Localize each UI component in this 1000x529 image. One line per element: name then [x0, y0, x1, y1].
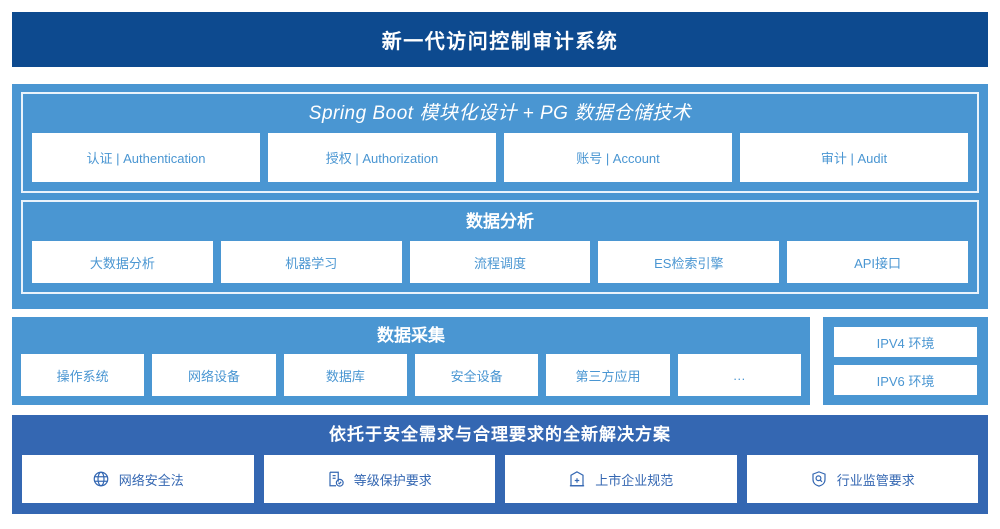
chip-authorization[interactable]: 授权 | Authorization: [268, 133, 496, 182]
chip-classified-protection[interactable]: 等级保护要求: [263, 455, 495, 503]
springboot-section: Spring Boot 模块化设计 + PG 数据仓储技术 认证 | Authe…: [21, 92, 979, 193]
chip-network-device[interactable]: 网络设备: [152, 354, 276, 396]
chip-ipv4-environment[interactable]: IPV4 环境: [834, 327, 977, 357]
chip-more-ellipsis[interactable]: …: [677, 354, 801, 396]
document-check-icon: [327, 470, 345, 488]
chip-machine-learning[interactable]: 机器学习: [220, 241, 402, 283]
chip-database[interactable]: 数据库: [283, 354, 407, 396]
compliance-chip-row: 网络安全法 等级保护要求: [22, 455, 978, 503]
globe-network-icon: [92, 470, 110, 488]
chip-es-search-engine[interactable]: ES检索引擎: [598, 241, 780, 283]
chip-account[interactable]: 账号 | Account: [504, 133, 732, 182]
chip-cybersecurity-law[interactable]: 网络安全法: [22, 455, 254, 503]
data-analysis-chip-row: 大数据分析 机器学习 流程调度 ES检索引擎 API接口: [32, 241, 968, 283]
chip-security-device[interactable]: 安全设备: [414, 354, 539, 396]
compliance-panel: 依托于安全需求与合理要求的全新解决方案 网络安全法: [12, 415, 988, 514]
collection-row: 数据采集 操作系统 网络设备 数据库 安全设备 第三方应用 … IPV4 环境 …: [12, 317, 988, 405]
data-analysis-section: 数据分析 大数据分析 机器学习 流程调度 ES检索引擎 API接口: [21, 200, 979, 294]
bank-building-icon: [568, 470, 586, 488]
compliance-title: 依托于安全需求与合理要求的全新解决方案: [329, 425, 671, 444]
chip-api-interface[interactable]: API接口: [787, 241, 968, 283]
springboot-chip-row: 认证 | Authentication 授权 | Authorization 账…: [32, 133, 968, 182]
page-title: 新一代访问控制审计系统: [381, 31, 619, 53]
chip-label: 等级保护要求: [353, 472, 432, 488]
chip-industry-regulation[interactable]: 行业监管要求: [746, 455, 978, 503]
chip-big-data-analysis[interactable]: 大数据分析: [32, 241, 213, 283]
platform-panel: Spring Boot 模块化设计 + PG 数据仓储技术 认证 | Authe…: [12, 84, 988, 309]
springboot-section-title: Spring Boot 模块化设计 + PG 数据仓储技术: [308, 103, 692, 124]
data-collection-panel: 数据采集 操作系统 网络设备 数据库 安全设备 第三方应用 …: [12, 317, 810, 405]
chip-ipv6-environment[interactable]: IPV6 环境: [834, 365, 977, 395]
data-collection-chip-row: 操作系统 网络设备 数据库 安全设备 第三方应用 …: [21, 354, 801, 396]
chip-label: 网络安全法: [118, 472, 184, 488]
chip-listed-enterprise-standard[interactable]: 上市企业规范: [505, 455, 737, 503]
header-bar: 新一代访问控制审计系统: [12, 12, 988, 67]
chip-authentication[interactable]: 认证 | Authentication: [32, 133, 260, 182]
environment-panel: IPV4 环境 IPV6 环境: [823, 317, 988, 405]
chip-third-party-application[interactable]: 第三方应用: [546, 354, 670, 396]
data-collection-title: 数据采集: [377, 326, 445, 345]
chip-audit[interactable]: 审计 | Audit: [740, 133, 968, 182]
chip-process-scheduling[interactable]: 流程调度: [409, 241, 591, 283]
data-analysis-section-title: 数据分析: [466, 212, 534, 231]
chip-operating-system[interactable]: 操作系统: [21, 354, 145, 396]
shield-search-icon: [810, 470, 828, 488]
chip-label: 上市企业规范: [595, 472, 674, 488]
chip-label: 行业监管要求: [836, 472, 915, 488]
